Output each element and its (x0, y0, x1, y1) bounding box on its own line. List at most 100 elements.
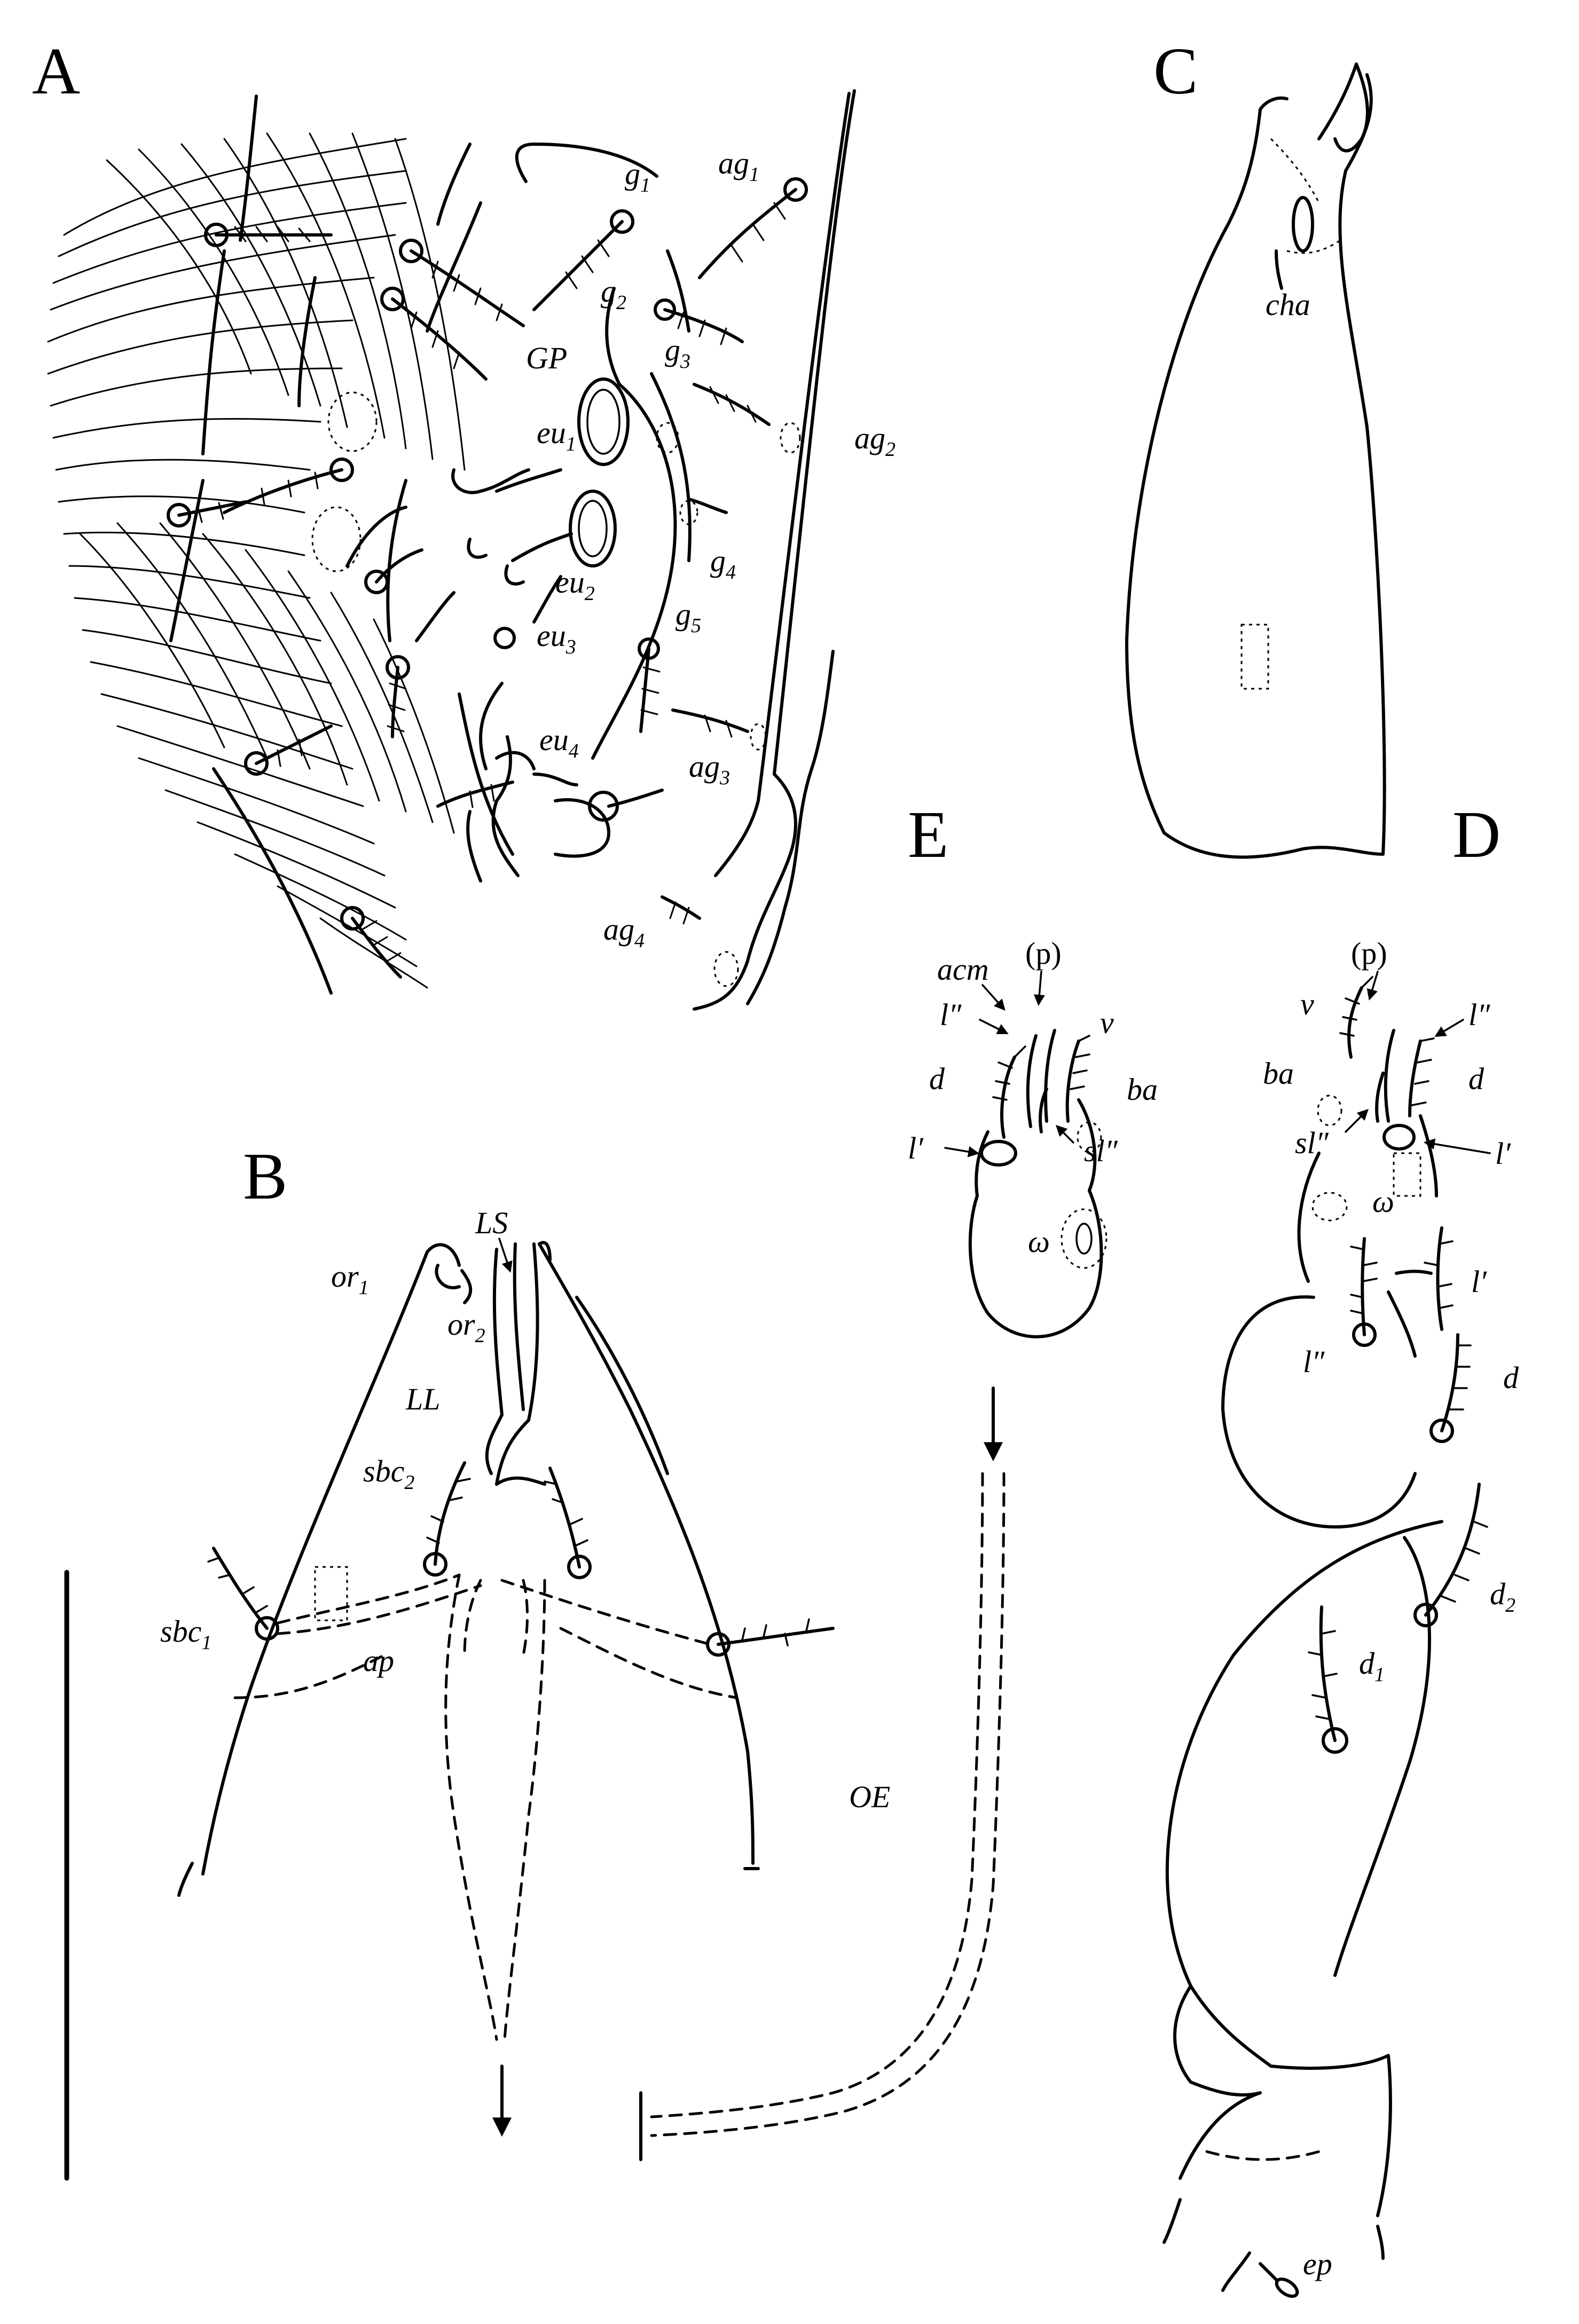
pointer-arrow (944, 1146, 980, 1157)
labial-lip (485, 1413, 504, 1475)
genital-plate-outline (591, 383, 677, 760)
tibia-outline (1387, 1290, 1417, 1358)
labial-slit-tip (538, 1241, 552, 1262)
label-e-d: d (929, 1061, 945, 1096)
label-g4: g4 (710, 543, 736, 584)
genu-outline (1333, 1536, 1431, 1977)
seta (223, 468, 343, 514)
striated-cuticle (47, 132, 466, 989)
label-g3: g3 (665, 333, 690, 373)
label-d-omega: ω (1372, 1184, 1394, 1219)
label-d-d1: d1 (1359, 1646, 1385, 1686)
label-d-p: (p) (1351, 936, 1387, 971)
oral-seta-or2 (460, 1269, 473, 1304)
seta-ag3 (671, 708, 749, 733)
cheliceral-digit (1333, 62, 1369, 153)
eugenital-seta-4-base (554, 798, 610, 858)
label-ls: LS (475, 1206, 508, 1240)
pointer-arrow (1423, 1138, 1491, 1154)
seta-barbs (741, 1618, 810, 1647)
pointer-arrow (1366, 971, 1379, 1001)
infracapitulum-tip (426, 1243, 461, 1267)
seta-g5 (639, 647, 650, 733)
label-ag4: ag4 (603, 912, 645, 952)
label-or1: or1 (331, 1259, 369, 1299)
ventral-line (297, 276, 317, 407)
panel-e: E (p) acm l″ v d ba l′ sl″ ω (908, 798, 1158, 1338)
tarsus-outline (975, 1130, 989, 1198)
eugenital-seta-2-base (504, 564, 525, 586)
pointer-arrow (1345, 1109, 1369, 1133)
label-ag3: ag3 (689, 749, 730, 789)
tibia-outline (1395, 1270, 1433, 1275)
panel-d: D (1162, 798, 1519, 2298)
tarsus-outline (1297, 1152, 1321, 1283)
eugenital-seta-4-base (532, 773, 578, 786)
label-e-ba: ba (1127, 1072, 1158, 1107)
tibia-outline (1221, 1295, 1417, 1529)
seta (177, 500, 247, 517)
seta (495, 468, 562, 493)
oral-seta-or1 (435, 1264, 461, 1289)
seta-barbs (431, 261, 503, 321)
femur-outline (1173, 1984, 1262, 2097)
label-ap: ap (363, 1643, 394, 1678)
seta-d-insertion (1429, 1419, 1454, 1443)
seta-g1-insertion (610, 209, 634, 234)
label-cha: cha (1266, 287, 1310, 322)
label-d-l2b: l″ (1303, 1344, 1325, 1379)
femur-outline (1269, 2054, 1392, 2217)
seta-barbs (992, 1045, 1026, 1101)
label-d-l1b: l′ (1471, 1264, 1487, 1299)
ventral-line (239, 94, 258, 242)
label-ag1: ag1 (718, 146, 759, 186)
eugenital-seta-4-base (588, 791, 619, 822)
label-g5: g5 (675, 597, 701, 637)
seta-ag1 (698, 188, 797, 279)
seta-sbc1 (717, 1627, 835, 1646)
genu-outline (1165, 1520, 1443, 2068)
seta-barbs (362, 920, 402, 962)
genital-plate-outline (666, 249, 690, 333)
chelicera-tip (1259, 96, 1289, 111)
pointer-arrow (498, 1238, 513, 1273)
lyrifissure (311, 506, 362, 572)
coxa-outline (1221, 2251, 1251, 2292)
eugenital-seta-3-base (493, 627, 516, 649)
seta-insertion (380, 287, 405, 311)
seta-ba (1317, 1094, 1342, 1126)
apodeme (233, 1653, 386, 1699)
seta-ep (1259, 2262, 1278, 2281)
seta-l1-base (1382, 1124, 1416, 1151)
label-d-d: d (1468, 1061, 1484, 1096)
seta-barbs (1070, 1035, 1090, 1090)
labial-slit (513, 1242, 525, 1411)
pharynx (444, 1573, 498, 2041)
eugenital-seta-4-base (495, 751, 536, 770)
seta-barbs (426, 1478, 471, 1544)
seta-g1 (532, 220, 624, 311)
seta (351, 917, 402, 979)
eugenital-seta-1-base (451, 468, 530, 494)
ventral-line (201, 249, 226, 455)
label-d-ba: ba (1263, 1056, 1294, 1091)
label-sbc2: sbc2 (363, 1454, 414, 1494)
panel-b: B (160, 1140, 835, 2137)
lateral-margin (773, 89, 856, 776)
seta-barbs (1424, 1240, 1454, 1309)
label-e-acm: acm (937, 952, 989, 987)
label-oe: OE (849, 1779, 890, 1814)
oesophagus: OE (639, 1386, 1005, 2161)
seta-d (1384, 1029, 1395, 1123)
ventral-line (169, 479, 205, 642)
lyrifissure (780, 422, 801, 454)
infracapitulum-outline-left (201, 1250, 429, 1876)
seta-barbs (197, 502, 224, 523)
seta-insertion (329, 458, 354, 482)
seta (410, 249, 525, 327)
seta-barbs (1308, 1630, 1338, 1720)
seta-ep-base (1275, 2278, 1299, 2298)
label-g1: g1 (625, 156, 650, 196)
genital-plate-outline (515, 143, 658, 183)
panel-label-b: B (243, 1140, 287, 1214)
